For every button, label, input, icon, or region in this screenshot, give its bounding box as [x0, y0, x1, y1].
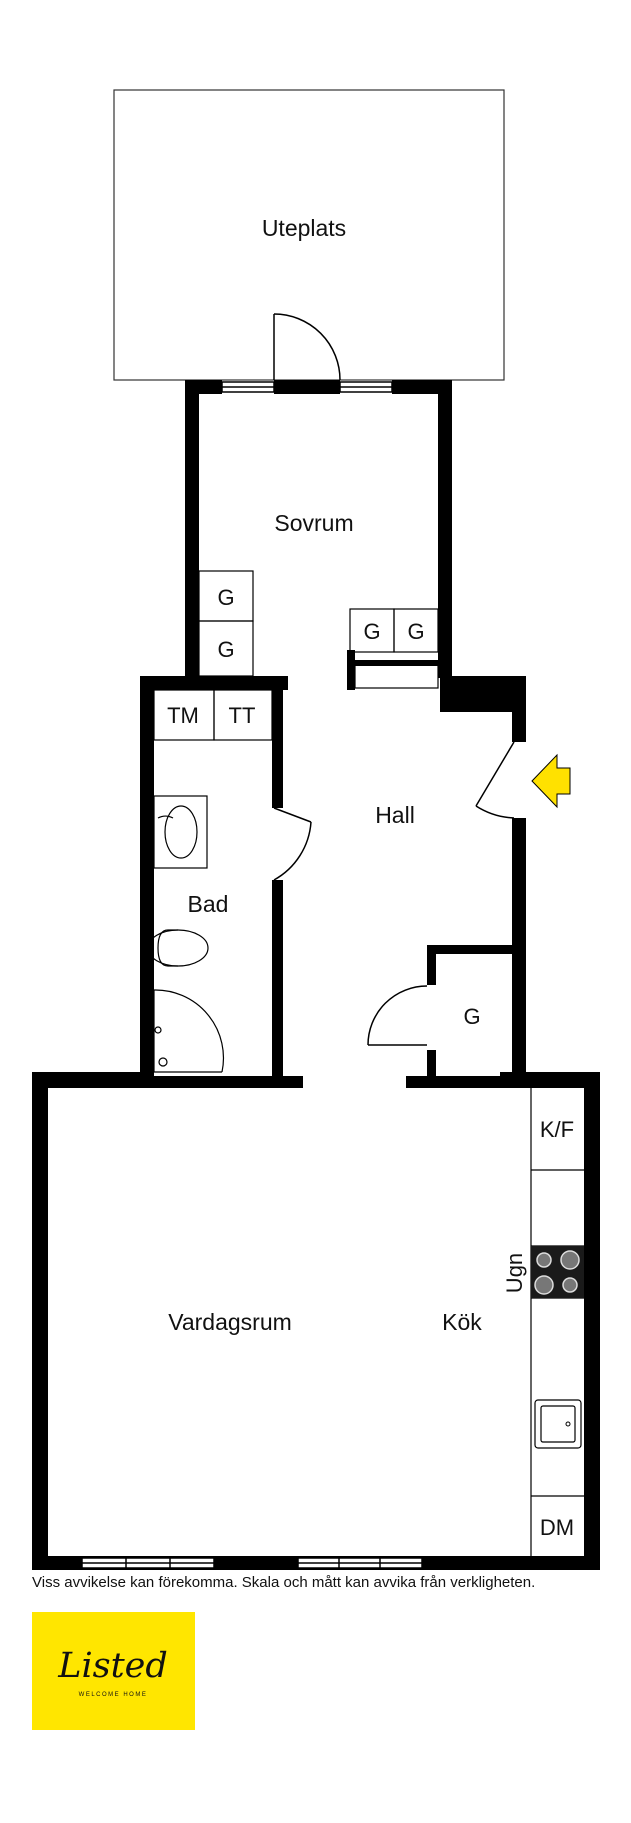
room-label-sovrum: Sovrum — [274, 510, 353, 536]
entrance-arrow-icon — [531, 753, 571, 809]
fixture-label-garderob: G — [463, 1004, 480, 1029]
fixture-label-torktumlare: TT — [229, 703, 256, 728]
fixture-label-garderob: G — [217, 585, 234, 610]
room-labels: Uteplats Sovrum Hall Bad Vardagsrum Kök — [168, 215, 482, 1335]
room-label-uteplats: Uteplats — [262, 215, 346, 241]
room-label-hall: Hall — [375, 802, 415, 828]
fixture-label-diskmaskin: DM — [540, 1515, 574, 1540]
logo-wordmark: Listed — [57, 1646, 168, 1686]
walls — [32, 380, 600, 1570]
fixture-label-tvattmaskin: TM — [167, 703, 199, 728]
room-label-vardagsrum: Vardagsrum — [168, 1309, 292, 1335]
stove-icon — [531, 1246, 584, 1298]
fixture-label-garderob: G — [407, 619, 424, 644]
fixtures — [147, 570, 584, 1556]
room-label-kok: Kök — [442, 1309, 482, 1335]
disclaimer-text: Viss avvikelse kan förekomma. Skala och … — [32, 1574, 536, 1591]
listed-logo: Listed WELCOME HOME — [32, 1612, 195, 1730]
floor-plan: Uteplats Sovrum Hall Bad Vardagsrum Kök … — [32, 89, 600, 1570]
logo-tagline: WELCOME HOME — [79, 1692, 148, 1698]
fixture-label-garderob: G — [217, 637, 234, 662]
fixture-label-kyl-frys: K/F — [540, 1117, 574, 1142]
doors — [273, 313, 515, 1046]
room-label-bad: Bad — [188, 891, 229, 917]
fixture-label-ugn: Ugn — [502, 1253, 527, 1293]
fixture-label-garderob: G — [363, 619, 380, 644]
fixture-labels: G G G G G TM TT K/F DM Ugn — [167, 585, 574, 1540]
windows — [81, 381, 423, 1569]
sink-drain — [565, 1421, 571, 1427]
